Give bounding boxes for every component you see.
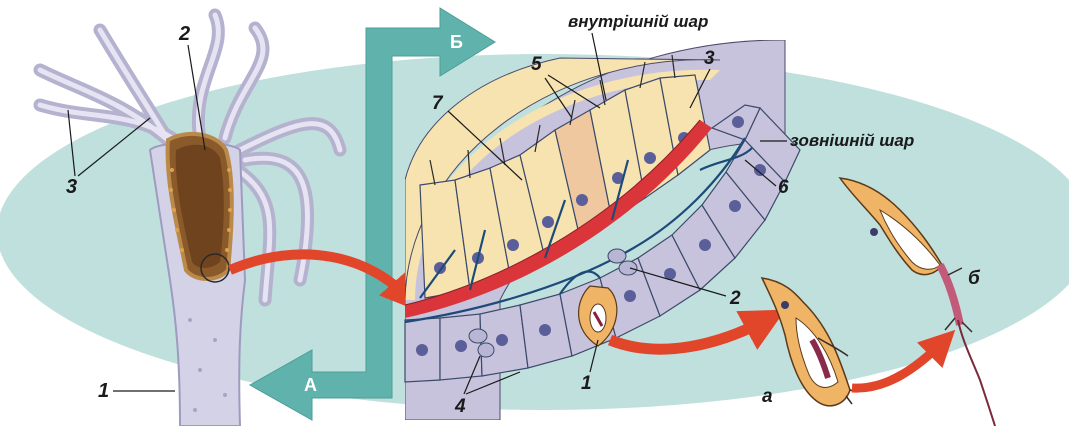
section-label-5: 5 xyxy=(531,54,542,75)
hydra-label-2: 2 xyxy=(178,23,190,45)
section-label-2: 2 xyxy=(729,288,741,309)
layer-label-inner: внутрішній шар xyxy=(568,12,708,31)
arrow-label-a: А xyxy=(304,375,317,395)
stage-label-a: а xyxy=(762,386,773,407)
stage-label-b: б xyxy=(968,268,981,289)
hydra-label-1: 1 xyxy=(98,380,109,402)
section-label-3: 3 xyxy=(704,48,715,69)
section-label-4: 4 xyxy=(454,396,466,417)
section-label-7: 7 xyxy=(432,93,444,114)
section-label-1: 1 xyxy=(581,373,592,394)
hydra-label-3: 3 xyxy=(66,176,77,198)
section-label-6: 6 xyxy=(778,177,789,198)
layer-label-outer: зовнішній шар xyxy=(790,131,914,150)
arrow-label-b: Б xyxy=(450,32,463,52)
